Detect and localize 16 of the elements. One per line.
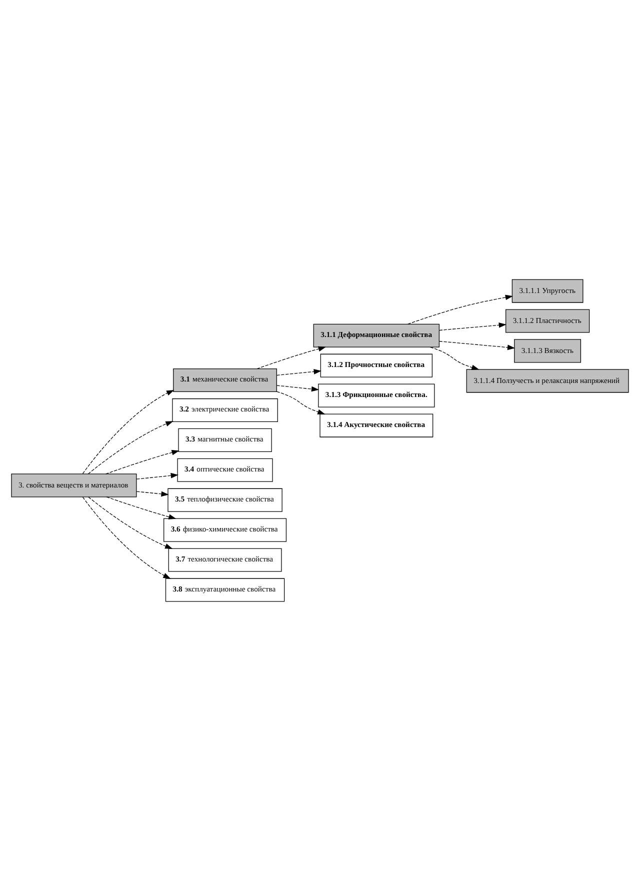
arrow [136, 490, 169, 496]
arrow [82, 496, 171, 578]
arrow [276, 368, 322, 376]
arrow [439, 322, 507, 330]
arrow [430, 346, 480, 370]
arrow [136, 472, 178, 479]
arrow [88, 420, 174, 474]
arrow [105, 449, 180, 474]
arrow [276, 390, 326, 414]
arrow [88, 496, 173, 548]
arrow [82, 389, 174, 474]
arrow [256, 346, 326, 369]
arrow [106, 496, 176, 519]
arrow [276, 384, 320, 392]
arrow [408, 294, 514, 324]
arrow [439, 340, 516, 350]
